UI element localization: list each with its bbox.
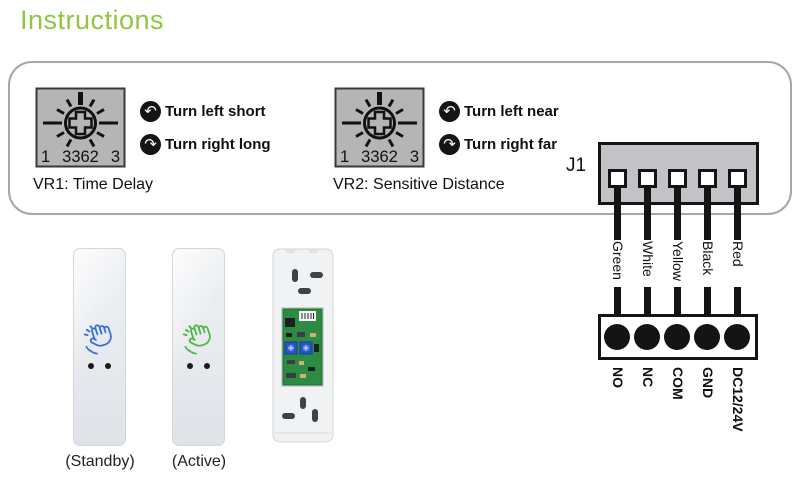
vr1-caption: VR1: Time Delay — [33, 176, 154, 193]
vr1-turn-left-row: ↶ Turn left short — [140, 100, 271, 122]
wire-yellow — [674, 186, 681, 240]
wire-label: Green — [610, 241, 626, 280]
vr2-turn-instructions: ↶ Turn left near ↷ Turn right far — [439, 100, 559, 155]
wire-yellow — [674, 287, 681, 316]
active-label: (Active) — [171, 453, 227, 470]
wire-label: Red — [730, 241, 746, 267]
svg-text:1: 1 — [340, 148, 349, 166]
terminal-label: GND — [700, 367, 716, 399]
turn-right-text: Turn right far — [464, 135, 558, 153]
terminal-label: NC — [640, 367, 656, 388]
hand-wave-icon — [83, 324, 112, 355]
vr2-dial-icon: 1 3362 3 — [334, 87, 425, 168]
wire-label: White — [640, 241, 656, 277]
vr2-caption: VR2: Sensitive Distance — [333, 176, 505, 193]
rotate-ccw-icon: ↶ — [439, 100, 460, 122]
vr1-dial-icon: 1 3362 3 — [35, 87, 126, 168]
terminal-hole — [604, 324, 630, 350]
device-front-standby — [73, 248, 126, 446]
terminal-hole — [664, 324, 690, 350]
j1-connector-label: J1 — [566, 155, 587, 176]
wire-white — [644, 186, 651, 240]
wire-label: Black — [700, 241, 716, 276]
rotate-ccw-icon: ↶ — [140, 100, 161, 122]
wire-green — [614, 287, 621, 316]
svg-text:3: 3 — [111, 148, 120, 166]
svg-text:3362: 3362 — [361, 148, 398, 166]
wire-label: Yellow — [670, 241, 686, 281]
vr2-turn-left-row: ↶ Turn left near — [439, 100, 559, 122]
terminal-hole — [634, 324, 660, 350]
svg-text:3: 3 — [410, 148, 419, 166]
sensor-dots — [74, 363, 125, 369]
wire-black — [704, 287, 711, 316]
turn-left-text: Turn left near — [464, 102, 559, 120]
sensor-dots — [173, 363, 224, 369]
svg-text:1: 1 — [41, 148, 50, 166]
sensor-dot — [105, 363, 111, 369]
sensor-dot — [88, 363, 94, 369]
wire-white — [644, 287, 651, 316]
device-front-active — [172, 248, 225, 446]
wire-red — [734, 186, 741, 240]
wire-black — [704, 186, 711, 240]
page-title: Instructions — [20, 5, 165, 35]
rotate-cw-icon: ↷ — [140, 133, 161, 155]
terminal-block — [598, 314, 758, 360]
terminal-label: COM — [670, 367, 686, 400]
sensor-dot — [187, 363, 193, 369]
turn-left-text: Turn left short — [165, 102, 266, 120]
vr1-turn-instructions: ↶ Turn left short ↷ Turn right long — [140, 100, 271, 155]
device-rear-pcb-view — [272, 248, 334, 443]
terminal-hole — [724, 324, 750, 350]
vr1-turn-right-row: ↷ Turn right long — [140, 133, 271, 155]
vr2-turn-right-row: ↷ Turn right far — [439, 133, 559, 155]
sensor-dot — [204, 363, 210, 369]
rotate-cw-icon: ↷ — [439, 133, 460, 155]
standby-label: (Standby) — [65, 453, 135, 470]
wire-green — [614, 186, 621, 240]
turn-right-text: Turn right long — [165, 135, 271, 153]
hand-wave-icon — [182, 324, 211, 355]
wire-red — [734, 287, 741, 316]
terminal-hole — [694, 324, 720, 350]
terminal-label: NO — [610, 367, 626, 388]
terminal-label: DC12/24V — [730, 367, 746, 432]
svg-text:3362: 3362 — [62, 148, 99, 166]
